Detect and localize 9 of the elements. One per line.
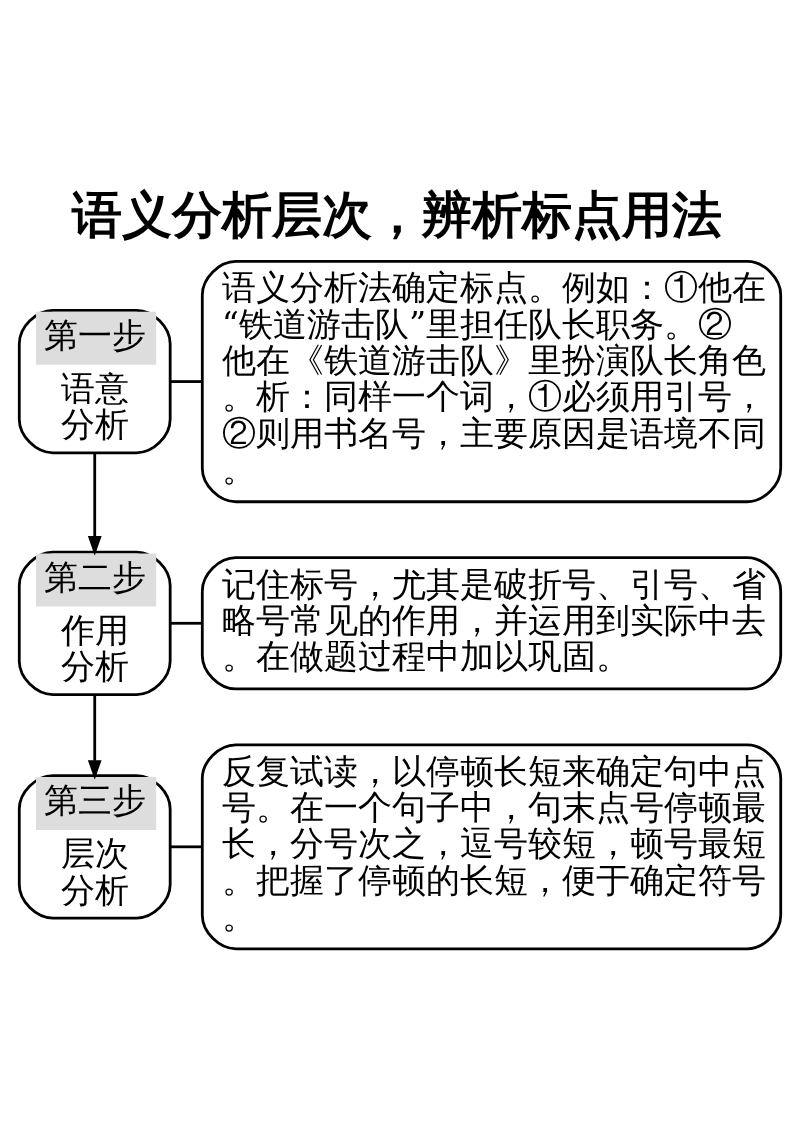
connector: [170, 380, 202, 383]
arrow: [87, 695, 102, 780]
connector: [170, 845, 202, 849]
diagram-title: 语义分析层次，辨析标点用法: [71, 184, 722, 244]
connector: [170, 621, 202, 625]
node-box: 记住标号，尤其是破折号、引号、省略号常见的作用，并运用到实际中去。在做题过程中加以巩固。: [200, 556, 783, 691]
node-box: 反复试读，以停顿长短来确定句中点号。在一个句子中，句末点号停顿最长，分号次之，逗号较短，顿号最短。把握了停顿的长短，便于确定符号。: [200, 743, 783, 951]
node-box: 语义分析法确定标点。例如：①他在“铁道游击队”里担任队长职务。②他在《铁道游击队》里扮演队长角色。析：同样一个词，①必须用引号，②则用书名号，主要原因是语境不同。: [200, 260, 783, 504]
arrow: [87, 453, 102, 556]
